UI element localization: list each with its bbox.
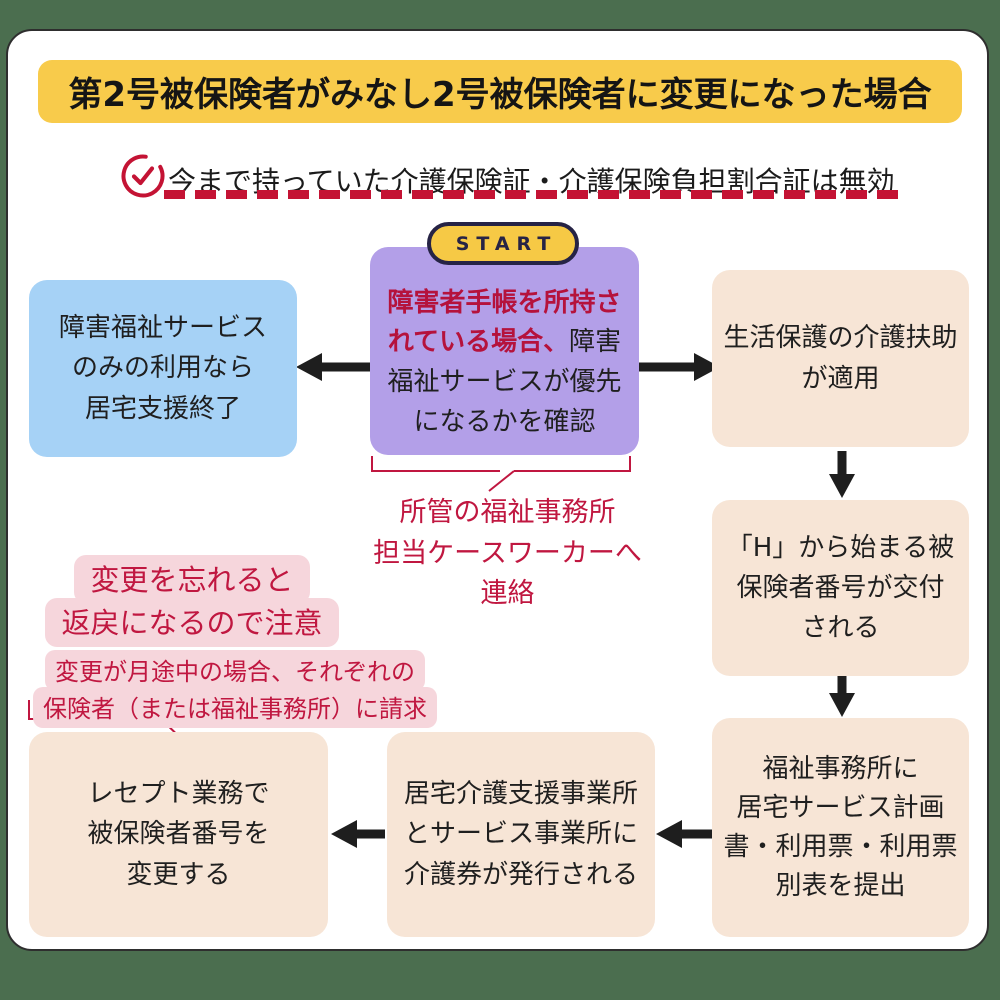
dashed-underline (164, 190, 908, 199)
bracket-caseworker (371, 456, 631, 492)
box-line: 居宅介護支援事業所 (403, 779, 638, 810)
box-line: 保険者番号が交付 (736, 572, 945, 603)
box-line: 別表を提出 (775, 870, 906, 901)
arrow-left (296, 353, 370, 381)
flow-box-welfare-applied: 生活保護の介護扶助 が適用 (712, 270, 969, 447)
arrow-down-1 (829, 451, 855, 498)
flowchart-card: 第2号被保険者がみなし2号被保険者に変更になった場合 今まで持っていた介護保険証… (6, 29, 989, 951)
box-line: とサービス事業所に (403, 819, 638, 850)
flow-box-check-priority-text: 障害者手帳を所持されている場合、障害福祉サービスが優先になるかを確認 (379, 284, 631, 442)
start-badge-label: START (455, 232, 558, 255)
box-line: 書・利用票・利用票 (723, 831, 958, 862)
note-line: 返戻になるので注意 (45, 598, 339, 647)
note-warning-big: 変更を忘れると 返戻になるので注意 (20, 555, 364, 647)
flow-box-h-number: 「H」から始まる被 保険者番号が交付 される (712, 500, 969, 676)
note-caseworker: 所管の福祉事務所 担当ケースワーカーへ 連絡 (355, 493, 660, 615)
note-line: 保険者（または福祉事務所）に請求 (33, 687, 437, 728)
box-line: レセプト業務で (87, 779, 270, 810)
note-line: 連絡 (480, 578, 535, 609)
flow-box-check-priority: 障害者手帳を所持されている場合、障害福祉サービスが優先になるかを確認 (370, 247, 639, 455)
box-line: 被保険者番号を (87, 819, 270, 850)
box-line: される (801, 613, 880, 644)
box-line: 介護券が発行される (403, 859, 638, 890)
start-badge: START (427, 222, 579, 265)
box-line: のみの利用なら (71, 353, 254, 384)
box-line: 「H」から始まる被 (726, 532, 955, 563)
page-title: 第2号被保険者がみなし2号被保険者に変更になった場合 (68, 75, 932, 115)
box-line: が適用 (801, 363, 880, 394)
flow-box-receipt-change: レセプト業務で 被保険者番号を 変更する (29, 732, 328, 937)
note-line: 所管の福祉事務所 (399, 497, 616, 528)
flow-box-home-support-end: 障害福祉サービス のみの利用なら 居宅支援終了 (29, 280, 297, 457)
note-warning-small: 変更が月途中の場合、それぞれの 保険者（または福祉事務所）に請求 (20, 650, 450, 728)
note-line: 変更が月途中の場合、それぞれの (45, 650, 425, 691)
note-line: 担当ケースワーカーへ (373, 537, 642, 569)
title-banner: 第2号被保険者がみなし2号被保険者に変更になった場合 (38, 60, 962, 123)
flow-box-submit-documents: 福祉事務所に 居宅サービス計画 書・利用票・利用票 別表を提出 (712, 718, 969, 937)
box-line: 居宅支援終了 (84, 393, 241, 424)
box-line: 障害福祉サービス (58, 313, 267, 344)
note-warning: 変更を忘れると 返戻になるので注意 変更が月途中の場合、それぞれの 保険者（また… (20, 555, 450, 728)
box-line: 居宅サービス計画 (736, 792, 945, 823)
flow-box-care-ticket: 居宅介護支援事業所 とサービス事業所に 介護券が発行される (387, 732, 655, 937)
box-line: 福祉事務所に (762, 753, 919, 784)
note-line: 変更を忘れると (74, 555, 310, 604)
check-circle-icon (121, 154, 165, 198)
arrow-down-2 (829, 676, 855, 717)
box-line: 変更する (126, 859, 231, 890)
arrow-bottom-right (656, 820, 714, 848)
highlight-segment: 障害者手帳を所持されている場合、 (387, 287, 622, 358)
arrow-bottom-left (331, 820, 385, 848)
rest-segment: 障害福祉サービスが優先になるかを確認 (387, 327, 622, 437)
box-line: 生活保護の介護扶助 (723, 323, 958, 354)
arrow-right (639, 353, 720, 381)
